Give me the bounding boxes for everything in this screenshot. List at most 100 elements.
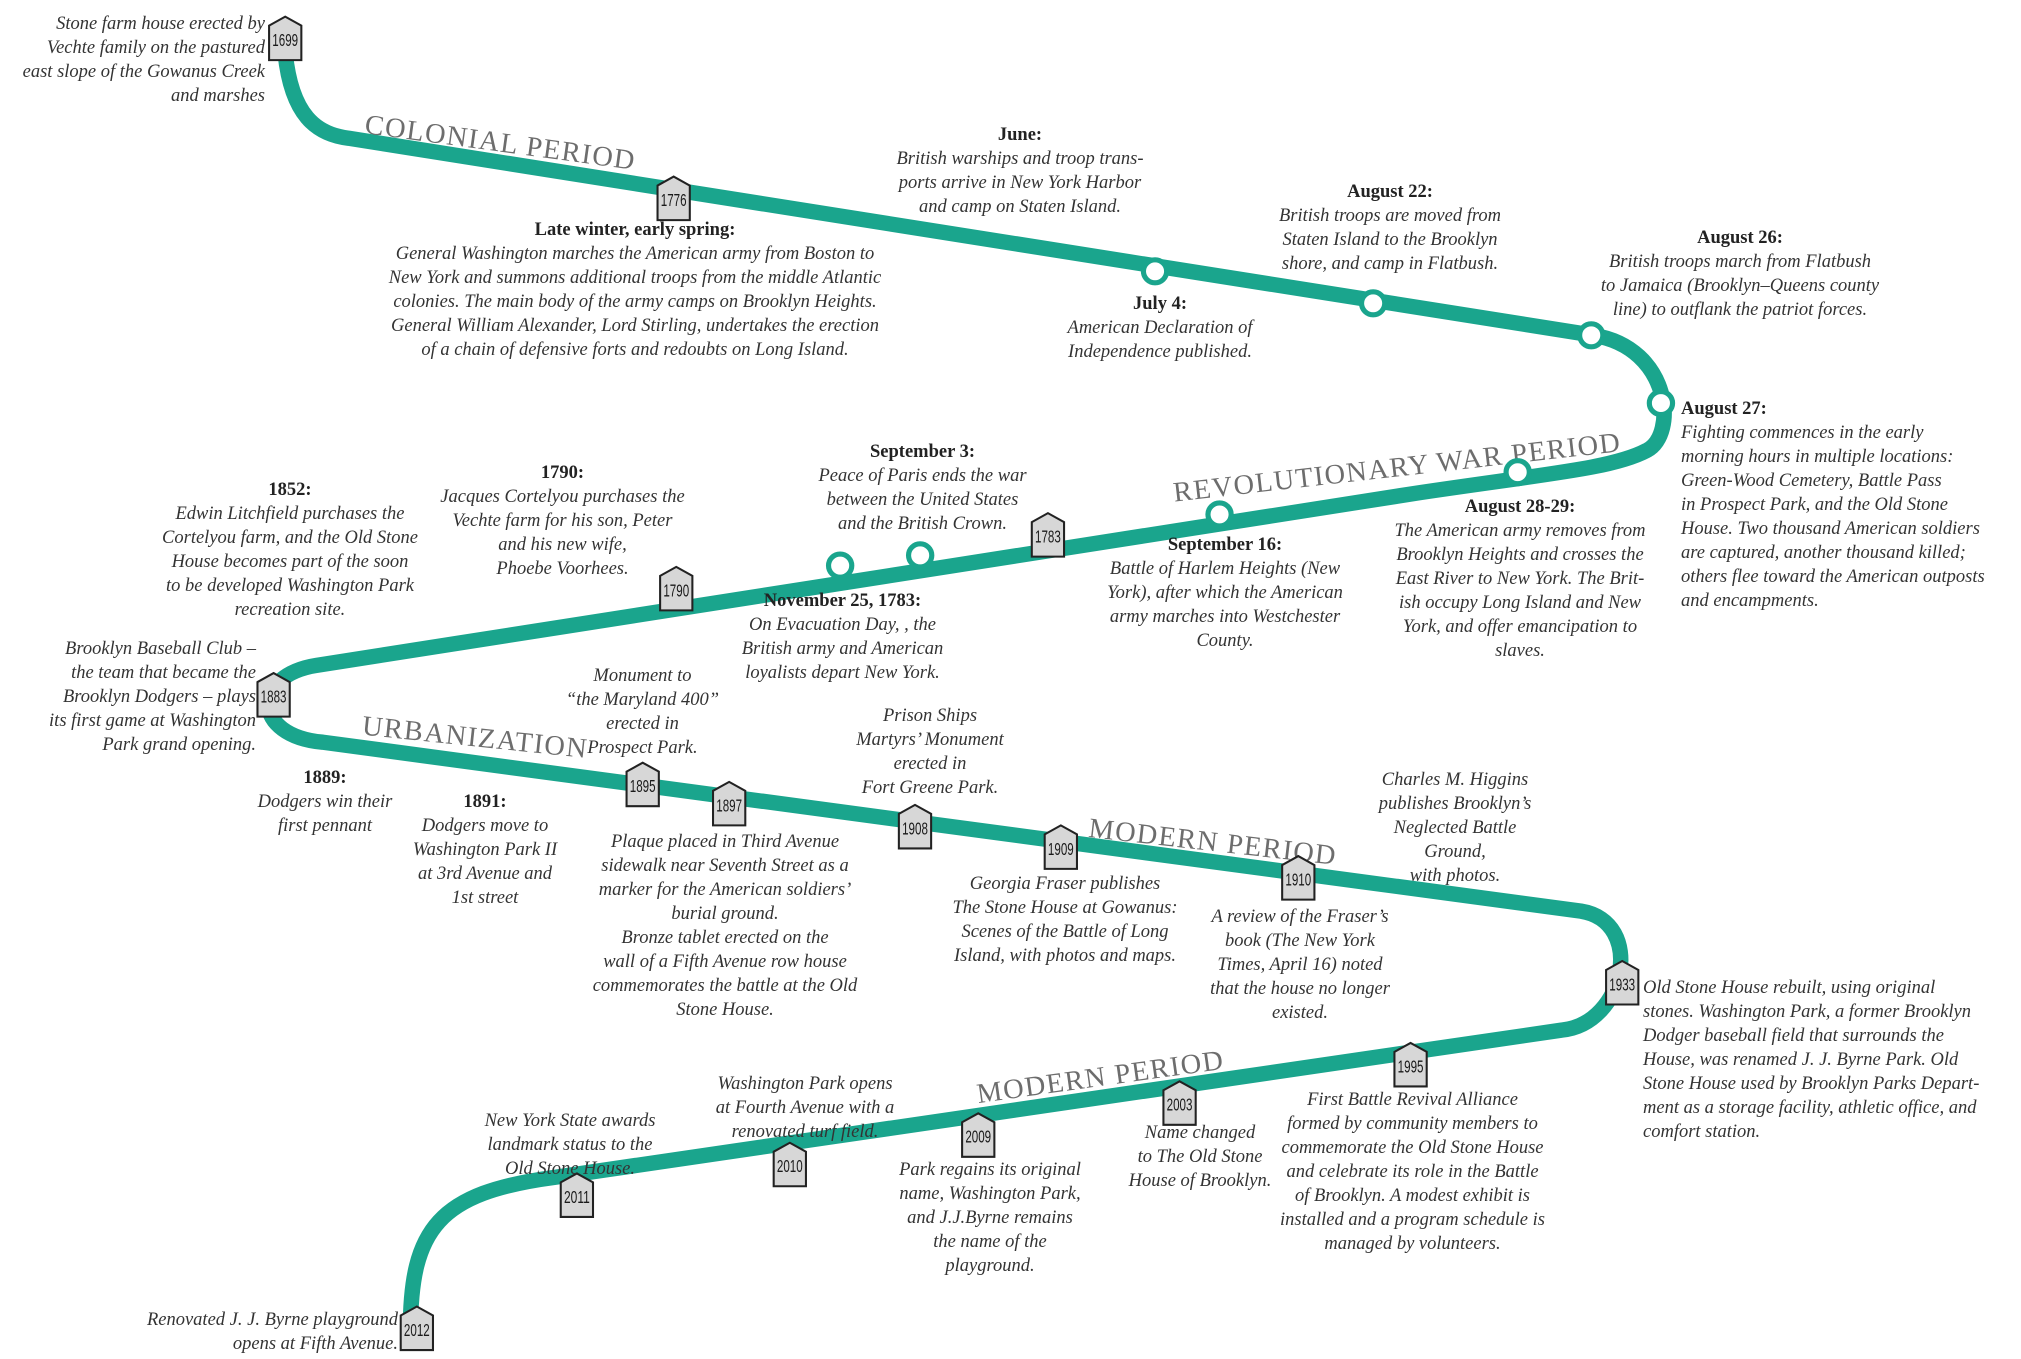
- event-heading: 1790:: [540, 463, 585, 483]
- event-circle-aug27: [1646, 389, 1676, 418]
- year-marker-2011: 2011: [559, 1172, 595, 1218]
- event-circle-july4: [1140, 257, 1170, 286]
- marker-shape: [1393, 1041, 1428, 1088]
- event-body: Georgia Fraser publishes The Stone House…: [952, 874, 1178, 966]
- event-sep16: September 16: Battle of Harlem Heights (…: [1085, 533, 1365, 653]
- event-heading: August 22:: [1347, 182, 1433, 202]
- event-body: Old Stone House rebuilt, using original …: [1643, 978, 1980, 1142]
- year-label: 1895: [630, 776, 656, 796]
- marker-shape: [961, 1112, 996, 1158]
- marker-shape: [256, 671, 291, 718]
- event-heading: September 16:: [1167, 535, 1283, 555]
- event-july4: July 4: American Declaration of Independ…: [1030, 292, 1290, 364]
- event-circle-aug2829: [1503, 458, 1532, 487]
- year-label: 2011: [564, 1187, 590, 1207]
- event-body: Prison Ships Martyrs’ Monument erected i…: [856, 706, 1004, 798]
- event-circle-sep3: [905, 541, 935, 570]
- event-heading: August 26:: [1697, 228, 1783, 248]
- event-body: Dodgers move to Washington Park II at 3r…: [412, 816, 558, 908]
- event-body: British troops march from Flatbush to Ja…: [1600, 252, 1880, 320]
- event-1895: Monument to “the Maryland 400” erected i…: [540, 664, 745, 760]
- event-heading: November 25, 1783:: [763, 591, 922, 611]
- event-1909: Georgia Fraser publishes The Stone House…: [915, 872, 1215, 968]
- event-circle-aug22: [1358, 289, 1388, 318]
- year-marker-1910: 1910: [1281, 854, 1316, 901]
- event-aug26: August 26: British troops march from Fla…: [1570, 226, 1910, 322]
- year-marker-1790: 1790: [659, 565, 694, 612]
- year-label: 1776: [661, 190, 687, 210]
- event-body: British troops are moved from Staten Isl…: [1279, 206, 1501, 274]
- event-body: The American army removes from Brooklyn …: [1394, 521, 1646, 661]
- event-heading: 1852:: [268, 480, 312, 500]
- year-marker-1933: 1933: [1605, 959, 1640, 1006]
- year-label: 1909: [1048, 839, 1074, 859]
- event-circles: [825, 257, 1676, 580]
- event-heading: August 27:: [1681, 399, 1767, 419]
- event-2003: Name changed to The Old Stone House of B…: [1100, 1121, 1300, 1193]
- event-aug27: August 27: Fighting commences in the ear…: [1681, 397, 2013, 613]
- marker-shape: [625, 761, 660, 808]
- year-label: 1995: [1398, 1056, 1424, 1076]
- timeline-track: [260, 46, 1672, 1339]
- event-heading: August 28-29:: [1464, 497, 1576, 517]
- event-1897: Plaque placed in Third Avenue sidewalk n…: [560, 830, 890, 1022]
- marker-shape: [1281, 854, 1316, 901]
- event-body: A review of the Fraser’s book (The New Y…: [1210, 907, 1390, 1023]
- year-marker-1909: 1909: [1043, 824, 1078, 870]
- event-body: Dodgers win their first pennant: [257, 792, 393, 836]
- event-body: American Declaration of Independence pub…: [1067, 318, 1253, 362]
- marker-shape: [772, 1141, 807, 1188]
- year-label: 1883: [261, 687, 287, 707]
- event-heading: Late winter, early spring:: [534, 220, 736, 240]
- marker-shape: [897, 803, 933, 850]
- year-marker-1895: 1895: [625, 761, 660, 808]
- year-marker-2003: 2003: [1162, 1080, 1197, 1126]
- marker-shape: [711, 780, 747, 827]
- event-body: Washington Park opens at Fourth Avenue w…: [715, 1074, 895, 1142]
- event-heading: 1891:: [463, 792, 507, 812]
- year-label: 1790: [663, 580, 689, 600]
- event-june: June: British warships and troop trans- …: [870, 123, 1170, 219]
- event-body: Renovated J. J. Byrne playground opens a…: [146, 1310, 398, 1354]
- event-body: New York State awards landmark status to…: [484, 1111, 656, 1179]
- event-1776: Late winter, early spring: General Washi…: [350, 218, 920, 362]
- event-heading: 1889:: [303, 768, 347, 788]
- event-1790: 1790: Jacques Cortelyou purchases the Ve…: [425, 461, 700, 581]
- event-body: Jacques Cortelyou purchases the Vechte f…: [440, 487, 685, 579]
- event-body: Stone farm house erected by Vechte famil…: [22, 14, 265, 106]
- event-body: First Battle Revival Alliance formed by …: [1280, 1090, 1545, 1254]
- year-label: 2009: [965, 1127, 991, 1147]
- event-body: General Washington marches the American …: [388, 244, 882, 360]
- event-body: Edwin Litchfield purchases the Cortelyou…: [162, 504, 418, 620]
- marker-shape: [656, 175, 691, 222]
- event-1908: Prison Ships Martyrs’ Monument erected i…: [830, 704, 1030, 800]
- year-label: 1908: [902, 818, 928, 838]
- event-higgins: Charles M. Higgins publishes Brooklyn’s …: [1330, 768, 1580, 888]
- event-body: On Evacuation Day, , the British army an…: [741, 615, 944, 683]
- event-2010: Washington Park opens at Fourth Avenue w…: [680, 1072, 930, 1144]
- event-1933: Old Stone House rebuilt, using original …: [1643, 976, 2015, 1144]
- event-heading: June:: [997, 125, 1043, 145]
- year-markers: 1699177617831790188318951897190819091910…: [256, 15, 1640, 1352]
- event-body: Peace of Paris ends the war between the …: [818, 466, 1027, 534]
- event-nov25: November 25, 1783: On Evacuation Day, , …: [720, 589, 965, 685]
- year-label: 2003: [1167, 1095, 1193, 1115]
- event-circle-aug26: [1577, 321, 1606, 350]
- year-marker-1908: 1908: [897, 803, 933, 850]
- marker-shape: [1605, 959, 1640, 1006]
- event-1889: 1889: Dodgers win their first pennant: [225, 766, 425, 838]
- event-1852: 1852: Edwin Litchfield purchases the Cor…: [145, 478, 435, 622]
- event-sep3: September 3: Peace of Paris ends the war…: [795, 440, 1050, 536]
- event-body: Fighting commences in the early morning …: [1681, 423, 1985, 611]
- event-body: Plaque placed in Third Avenue sidewalk n…: [592, 832, 858, 1020]
- year-label: 1897: [716, 795, 742, 815]
- year-label: 2010: [777, 1156, 803, 1176]
- event-1891: 1891: Dodgers move to Washington Park II…: [385, 790, 585, 910]
- year-label: 1933: [1609, 975, 1635, 995]
- marker-shape: [1162, 1080, 1197, 1126]
- event-heading: July 4:: [1133, 294, 1187, 314]
- event-aug22: August 22: British troops are moved from…: [1240, 180, 1540, 276]
- year-marker-1783: 1783: [1030, 511, 1066, 558]
